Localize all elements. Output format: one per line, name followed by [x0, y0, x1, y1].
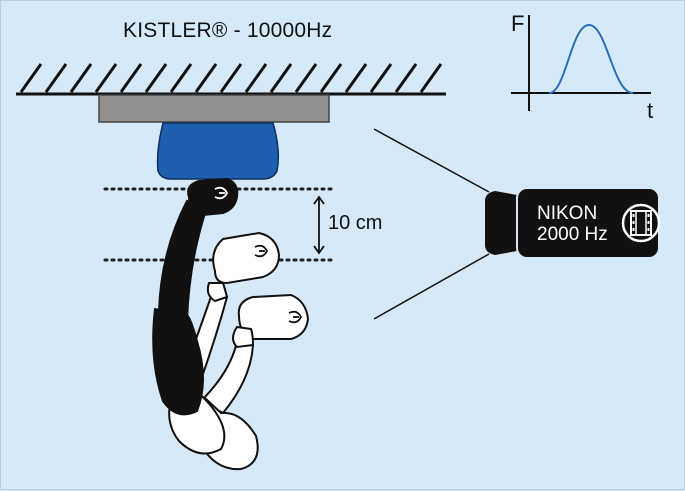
target-pad [156, 122, 280, 180]
force-curve [548, 23, 634, 94]
sensor-label: KISTLER® - 10000Hz [123, 19, 333, 42]
film-icon [621, 203, 661, 243]
camera-label: NIKON 2000 Hz [537, 203, 608, 245]
arm-punch [152, 199, 209, 416]
fist-ghost-low-detail [288, 310, 303, 324]
graph-y-axis-label: F [511, 11, 525, 36]
fist-punch [187, 177, 239, 217]
camera-view-line-top [373, 128, 490, 193]
camera-brand: NIKON [537, 203, 598, 224]
distance-label: 10 cm [328, 212, 383, 234]
fist-ghost-mid-detail [254, 244, 269, 258]
ceiling [16, 63, 446, 96]
force-time-graph [511, 15, 651, 111]
camera-lens [485, 191, 517, 255]
force-plate [98, 94, 330, 123]
camera-view-line-bottom [373, 253, 490, 320]
graph-x-axis-label: t [647, 98, 654, 123]
distance-arrow [313, 195, 325, 255]
camera-rate: 2000 Hz [537, 224, 608, 245]
